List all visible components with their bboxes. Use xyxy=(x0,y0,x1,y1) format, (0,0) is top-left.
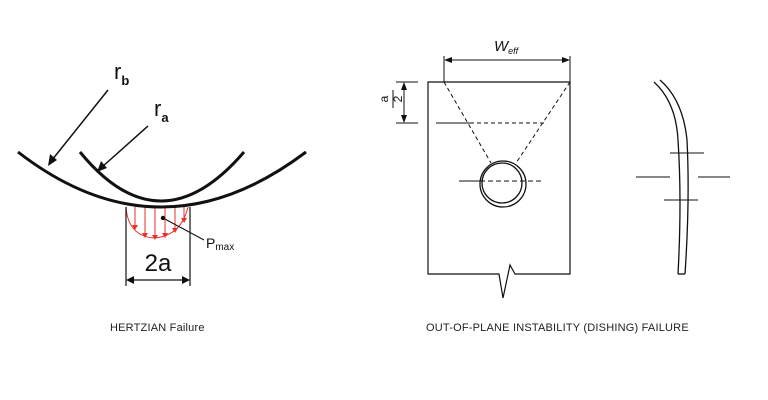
curve-ra xyxy=(78,151,246,203)
hertzian-figure: rb ra Pmax 2a xyxy=(17,59,307,286)
plate-outline xyxy=(427,81,571,299)
caption-hertzian: HERTZIAN Failure xyxy=(110,322,205,334)
arrowhead xyxy=(162,233,168,238)
label-a-half-num: a xyxy=(377,95,391,102)
pressure-distribution xyxy=(125,206,189,240)
label-ra: ra xyxy=(154,96,169,125)
arrowhead xyxy=(132,225,138,230)
side-view-inner xyxy=(659,79,689,275)
label-a-half-den: 2 xyxy=(391,95,405,102)
arrowhead xyxy=(142,233,148,238)
arrowhead xyxy=(172,228,178,233)
label-weff: Weff xyxy=(494,38,520,56)
label-2a: 2a xyxy=(145,250,172,277)
label-rb: rb xyxy=(114,59,129,88)
side-view-outer xyxy=(653,81,681,275)
label-pmax: Pmax xyxy=(206,235,234,253)
curve-rb xyxy=(17,150,307,209)
spread-line-left xyxy=(443,81,492,164)
leader-ra xyxy=(97,125,149,172)
dimension-2a xyxy=(125,207,191,286)
pin-hole-outer xyxy=(479,160,527,208)
arrowhead xyxy=(181,218,187,223)
leader-rb xyxy=(48,89,109,166)
caption-dishing: OUT-OF-PLANE INSTABILITY (DISHING) FAILU… xyxy=(426,322,689,334)
spread-line-right xyxy=(515,81,571,164)
dishing-figure xyxy=(396,56,730,299)
pin-hole-inner xyxy=(481,162,523,204)
leader-pmax xyxy=(160,215,205,241)
arrowhead xyxy=(152,235,158,240)
